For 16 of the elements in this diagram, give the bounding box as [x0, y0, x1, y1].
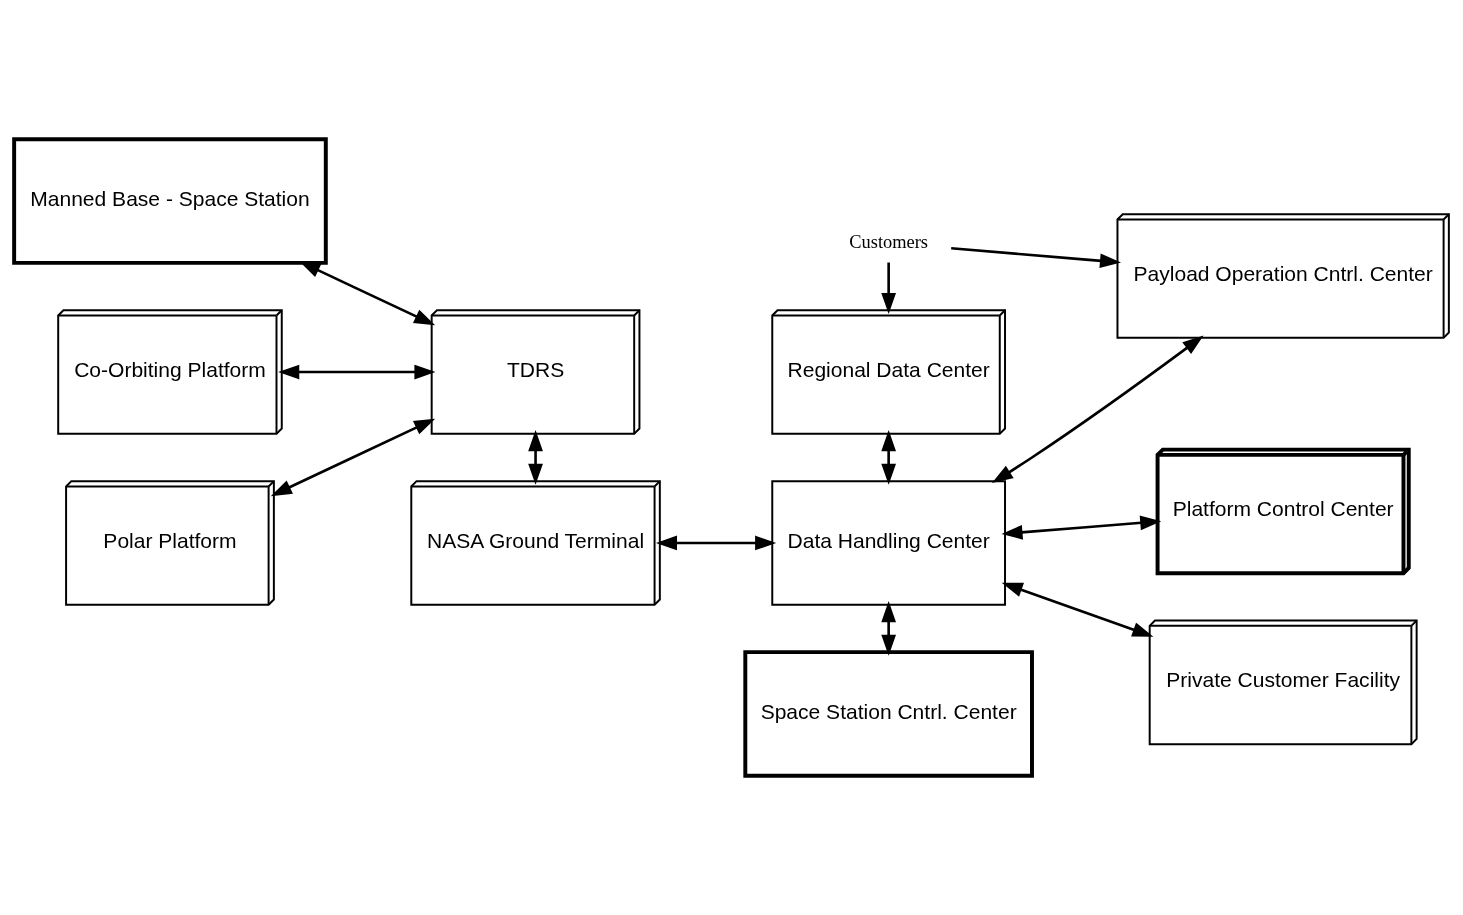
node-text: Customers	[849, 232, 929, 253]
arrow	[278, 364, 436, 380]
arrow	[881, 601, 897, 656]
arrow	[951, 246, 1122, 269]
node-box: Manned Base - Space Station	[12, 137, 328, 265]
arrow	[1001, 582, 1154, 637]
arrow	[528, 430, 543, 485]
node-box: Data Handling Center	[771, 480, 1006, 606]
arrow	[991, 335, 1204, 484]
arrow	[299, 261, 436, 326]
arrow	[881, 430, 897, 485]
arrow	[655, 535, 777, 551]
node-box: Space Station Cntrl. Center	[743, 650, 1034, 778]
arrow	[881, 262, 897, 315]
arrow	[270, 418, 436, 497]
arrow	[1001, 515, 1162, 540]
